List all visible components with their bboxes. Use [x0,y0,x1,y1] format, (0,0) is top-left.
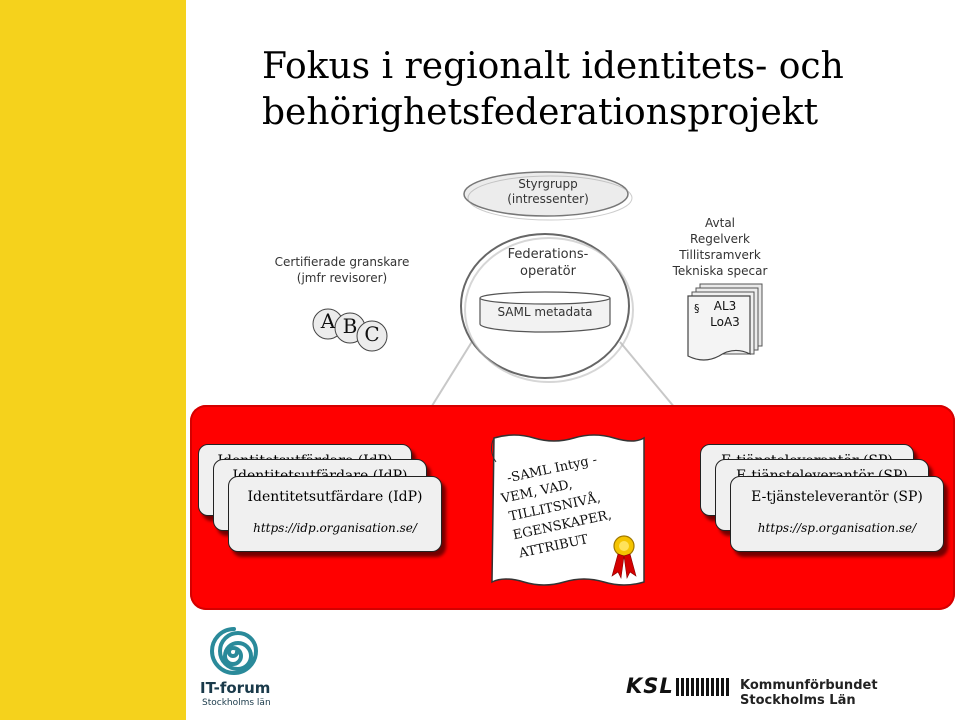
styrgrupp-label: Styrgrupp (intressenter) [468,177,628,207]
saml-metadata-cylinder [479,291,611,333]
avtal-label: Avtal Regelverk Tillitsramverk Tekniska … [660,215,780,279]
styrgrupp-line-2: (intressenter) [507,192,589,206]
idp-label: Identitetsutfärdare (IdP) [247,489,423,505]
sp-label: E-tjänsteleverantör (SP) [751,489,923,505]
it-forum-name: IT-forum [200,679,271,697]
granskare-label: Certifierade granskare (jmfr revisorer) [268,254,416,286]
sp-url: https://sp.organisation.se/ [757,521,917,535]
sp-card: E-tjänsteleverantör (SP) https://sp.orga… [730,476,944,552]
svg-text:§: § [694,302,700,315]
avtal-line-1: Avtal [705,216,735,230]
sidebar-band [0,0,186,720]
title-line-1: Fokus i regionalt identitets- och [262,46,844,87]
granskare-line-1: Certifierade granskare [274,255,410,269]
styrgrupp-line-1: Styrgrupp [518,177,578,191]
federationsoperator-line-1: Federations- [507,247,589,262]
ksl-full-name: Kommunförbundet Stockholms Län [740,678,878,708]
title-line-2: behörighetsfederationsprojekt [262,92,819,133]
document-stack-label: AL3 LoA3 [700,298,750,330]
slide-title: Fokus i regionalt identitets- och behöri… [262,44,922,136]
ksl-logo: KSL [626,674,674,698]
saml-metadata-label: SAML metadata [497,305,593,319]
ksl-stripes-icon [676,678,729,696]
saml-assertion-scroll [490,434,645,586]
federationsoperator-label: Federations- operatör [478,246,618,280]
granskare-line-2: (jmfr revisorer) [296,271,388,285]
idp-card: Identitetsutfärdare (IdP) https://idp.or… [228,476,442,552]
auditor-c: C [364,322,380,346]
it-forum-spiral-icon [210,627,259,675]
doc-line-2: LoA3 [710,315,740,329]
doc-line-1: AL3 [713,299,737,313]
document-stack: § [687,283,763,361]
avtal-line-3: Tillitsramverk [679,248,761,262]
idp-url: https://idp.organisation.se/ [253,521,417,535]
auditor-a: A [320,309,336,333]
styrgrupp-pill [463,171,633,221]
avtal-line-4: Tekniska specar [672,264,768,278]
auditor-b: B [342,314,358,338]
auditor-circles [312,308,388,352]
federationsoperator-line-2: operatör [520,264,576,279]
it-forum-sub: Stockholms län [202,698,271,708]
avtal-line-2: Regelverk [690,232,750,246]
